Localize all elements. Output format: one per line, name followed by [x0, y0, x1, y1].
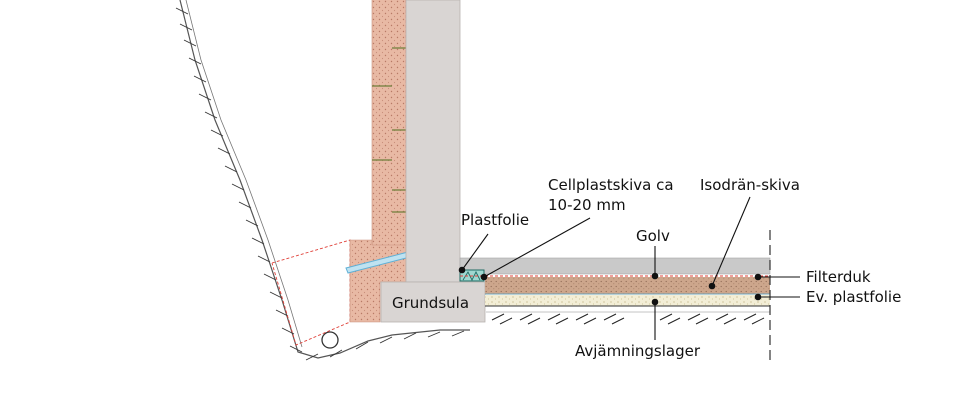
label-plastfolie: Plastfolie	[461, 211, 529, 229]
filter-fabric-outer	[271, 239, 351, 346]
label-filterduk: Filterduk	[806, 268, 871, 286]
concrete-wall	[405, 0, 461, 283]
label-ev-plastfolie: Ev. plastfolie	[806, 288, 901, 306]
annotation-leaders	[458, 196, 800, 340]
excavation-slope	[175, 0, 470, 361]
ground-hatch	[486, 311, 770, 325]
drainage-pipe	[321, 331, 339, 349]
isodran-board	[485, 277, 770, 294]
label-cellplastskiva-line2: 10-20 mm	[548, 196, 626, 214]
label-golv: Golv	[636, 227, 670, 245]
label-avjamningslager: Avjämningslager	[575, 342, 701, 360]
label-isodran-skiva: Isodrän-skiva	[700, 176, 800, 194]
label-cellplastskiva-line1: Cellplastskiva ca	[548, 176, 674, 194]
wall-insulation	[372, 0, 406, 245]
leveling-layer	[485, 295, 770, 306]
label-grundsula: Grundsula	[392, 294, 469, 312]
